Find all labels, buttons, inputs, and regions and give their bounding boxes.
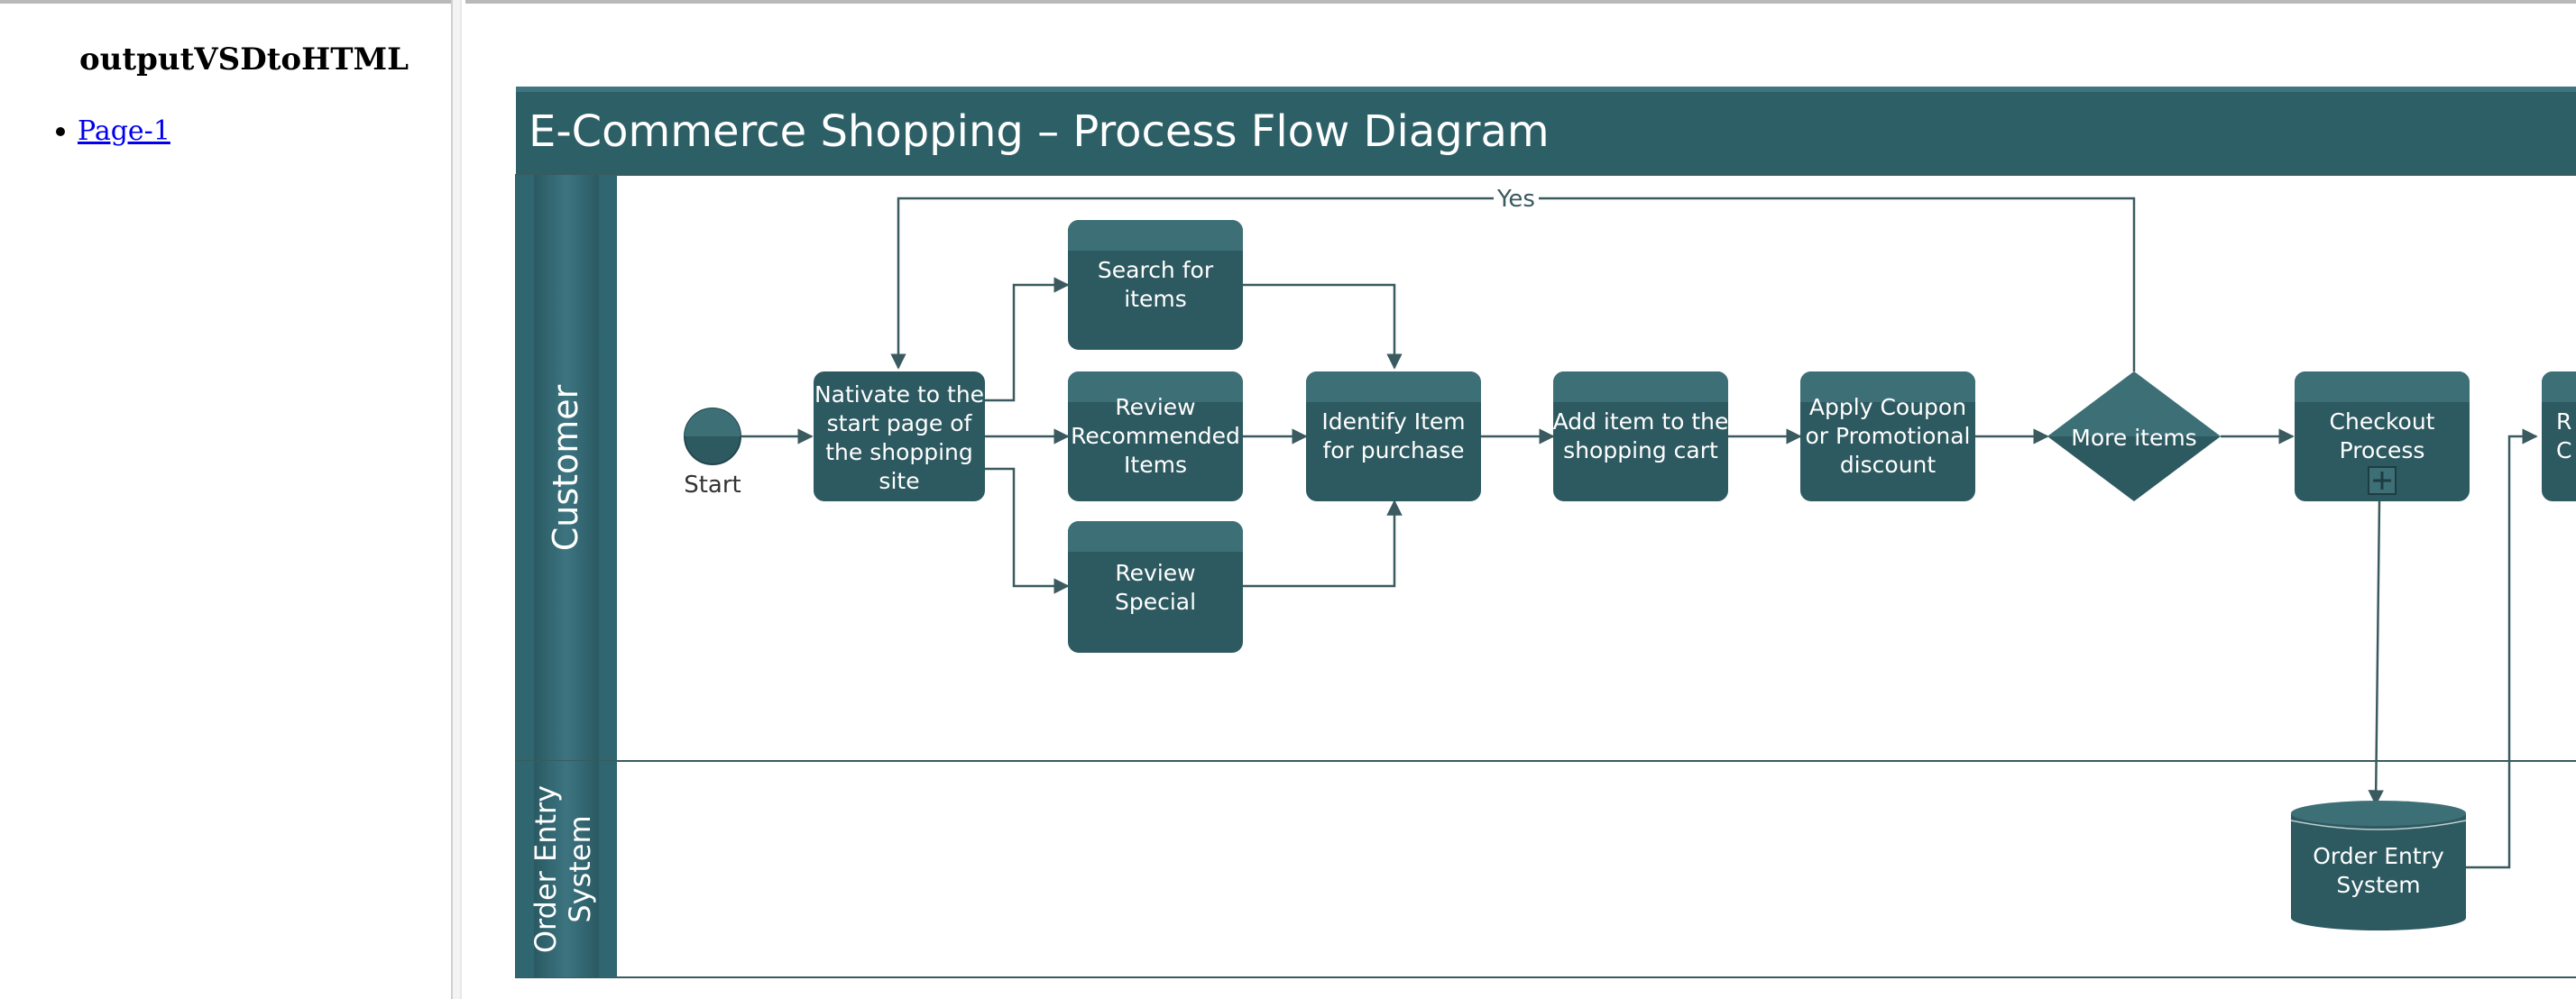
svg-text:Process: Process bbox=[2340, 437, 2425, 463]
start-label: Start bbox=[684, 472, 741, 499]
node-navigate: Nativate to the start page of the shoppi… bbox=[814, 371, 985, 501]
connector-navigate-special bbox=[985, 467, 1070, 594]
svg-text:items: items bbox=[1124, 286, 1187, 312]
svg-text:More items: More items bbox=[2071, 425, 2196, 451]
svg-text:for purchase: for purchase bbox=[1322, 437, 1464, 463]
svg-text:System: System bbox=[2336, 872, 2420, 898]
svg-text:Checkout: Checkout bbox=[2330, 408, 2435, 435]
svg-text:Order Entry: Order Entry bbox=[2313, 843, 2444, 869]
svg-text:R: R bbox=[2556, 408, 2571, 435]
page-link-page-1[interactable]: Page-1 bbox=[78, 115, 170, 147]
svg-text:start page of: start page of bbox=[827, 410, 973, 436]
diagram-title: E-Commerce Shopping – Process Flow Diagr… bbox=[529, 106, 1550, 157]
lane-customer-label: Customer bbox=[546, 384, 585, 551]
connector-order-entry-next bbox=[2466, 428, 2538, 869]
svg-text:or Promotional: or Promotional bbox=[1806, 423, 1971, 449]
svg-text:Review: Review bbox=[1115, 394, 1195, 420]
connectors bbox=[741, 197, 2538, 869]
diagram-header bbox=[516, 87, 2576, 175]
node-review-special: Review Special bbox=[1068, 521, 1243, 653]
decision-more-items: More items bbox=[2047, 371, 2221, 501]
svg-text:Special: Special bbox=[1115, 589, 1196, 615]
connector-checkout-order-entry bbox=[2368, 500, 2384, 806]
node-search: Search for items bbox=[1068, 220, 1243, 350]
svg-text:Items: Items bbox=[1124, 452, 1187, 478]
svg-text:Review: Review bbox=[1115, 560, 1195, 586]
connector-special-identify bbox=[1243, 500, 1403, 588]
lane-order-entry-label-line2: System bbox=[563, 815, 597, 922]
svg-text:shopping cart: shopping cart bbox=[1563, 437, 1718, 463]
svg-text:discount: discount bbox=[1840, 452, 1937, 478]
bullet-icon bbox=[56, 126, 65, 136]
node-apply-coupon: Apply Coupon or Promotional discount bbox=[1800, 371, 1975, 501]
node-add-cart: Add item to the shopping cart bbox=[1553, 371, 1729, 501]
node-checkout: Checkout Process bbox=[2295, 371, 2470, 501]
node-review-recommended: Review Recommended Items bbox=[1068, 371, 1243, 501]
node-partial-right: R C bbox=[2542, 371, 2576, 501]
svg-text:Identify Item: Identify Item bbox=[1321, 408, 1465, 435]
connector-search-identify bbox=[1243, 283, 1403, 370]
page-list: Page-1 bbox=[56, 115, 170, 147]
svg-text:Apply Coupon: Apply Coupon bbox=[1809, 394, 1966, 420]
lane-order-entry-label-line1: Order Entry bbox=[529, 785, 563, 953]
svg-text:Nativate to the: Nativate to the bbox=[814, 381, 984, 408]
node-identify: Identify Item for purchase bbox=[1306, 371, 1481, 501]
sidebar-title: outputVSDtoHTML bbox=[79, 41, 409, 78]
navigation-frame: outputVSDtoHTML Page-1 bbox=[0, 0, 462, 999]
svg-text:Add item to the: Add item to the bbox=[1553, 408, 1729, 435]
svg-text:the shopping: the shopping bbox=[825, 439, 973, 465]
connector-navigate-search bbox=[985, 277, 1070, 402]
yes-label: Yes bbox=[1496, 186, 1535, 213]
svg-text:Recommended: Recommended bbox=[1071, 423, 1240, 449]
svg-text:site: site bbox=[879, 468, 919, 494]
process-flow-diagram: E-Commerce Shopping – Process Flow Diagr… bbox=[515, 87, 2576, 978]
svg-text:Search for: Search for bbox=[1098, 257, 1214, 283]
page-list-item: Page-1 bbox=[56, 115, 170, 147]
pool-border bbox=[515, 174, 2576, 978]
datastore-order-entry-system: Order Entry System bbox=[2290, 801, 2467, 930]
diagram-frame: E-Commerce Shopping – Process Flow Diagr… bbox=[465, 0, 2576, 995]
svg-text:C: C bbox=[2556, 437, 2571, 463]
